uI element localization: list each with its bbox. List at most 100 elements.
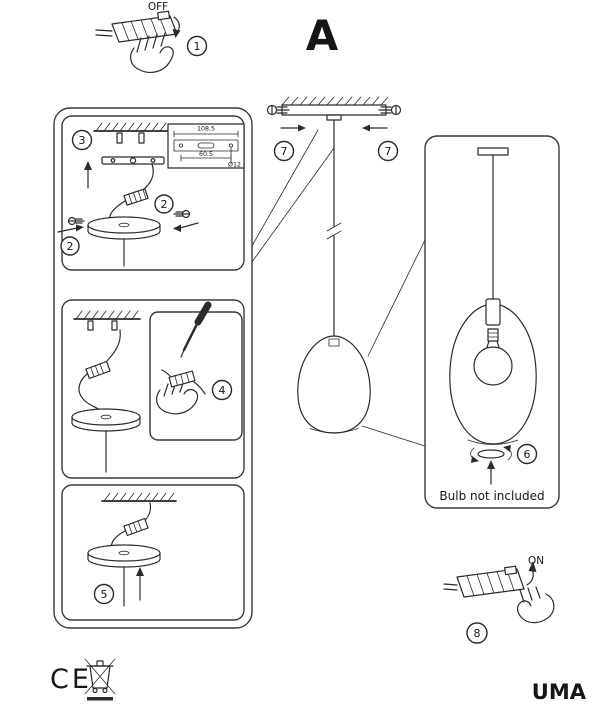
step-number: 8 (474, 627, 481, 640)
canopy-icon (87, 216, 161, 267)
power-cord (95, 34, 113, 37)
hand-icon (130, 32, 174, 73)
off-label: OFF (148, 1, 168, 13)
bulb-icon (473, 328, 513, 386)
terminal-block-icon (123, 188, 149, 206)
screwdriver-icon (180, 301, 212, 358)
arrow-head (76, 224, 84, 232)
bracket-hole (150, 158, 156, 163)
canopy-icon (87, 544, 161, 607)
ceiling-hatch (75, 310, 139, 320)
weee-icon (84, 658, 116, 701)
wall-plug-icon (138, 132, 145, 144)
step-badge-6: 6 (516, 443, 538, 465)
wall-plug-icon (116, 132, 123, 144)
terminal-block-icon (168, 370, 196, 388)
step-number: 3 (79, 134, 86, 147)
step8-switch-on-illustration: ON 8 (443, 555, 555, 644)
bulb-note: Bulb not included (439, 489, 544, 503)
step-number: 1 (194, 40, 201, 53)
step-badge-8: 8 (466, 622, 488, 644)
arrow-on-head (528, 561, 537, 572)
assembled-lamp: 7 7 (266, 96, 402, 434)
arrow-left-screw (57, 227, 78, 233)
step-badge-7: 7 (377, 140, 399, 162)
wire (193, 381, 206, 395)
dim-overall-width: 108.5 (197, 126, 215, 133)
arrow-up-head (84, 161, 92, 170)
cord-break-mark (326, 222, 342, 240)
arrow-up-head (136, 567, 144, 576)
switch-rocker-icon (504, 565, 518, 576)
mounting-bracket-icon (101, 156, 165, 165)
step-number: 2 (67, 240, 74, 253)
panel-bulb-detail: 6 Bulb not included (424, 135, 560, 509)
wire (161, 369, 171, 377)
step-badge-3: 3 (71, 129, 93, 151)
arrow-off (173, 16, 180, 32)
step-number: 7 (281, 145, 288, 158)
terminal-block-icon (123, 517, 149, 537)
dimension-inset: 108.5 60.5 Ø12 (167, 123, 245, 169)
arrow-right-screw (179, 222, 199, 229)
power-cord (443, 588, 458, 591)
step-number: 4 (219, 384, 226, 397)
arrow-up-head (487, 460, 495, 469)
step-number: 5 (101, 588, 108, 601)
lamp-socket (485, 298, 501, 326)
screw-icon (173, 209, 191, 219)
shade-rim (467, 439, 519, 445)
ceiling-hatch (95, 122, 167, 132)
step-badge-1: 1 (186, 35, 208, 57)
dim-hole-spacing: 60.5 (199, 151, 213, 158)
step-badge-2: 2 (154, 194, 174, 214)
step-badge-4: 4 (211, 379, 233, 401)
wiring-inset: 4 (149, 301, 243, 441)
step-number: 2 (161, 198, 168, 211)
power-cord (95, 29, 113, 32)
power-cord (443, 583, 458, 586)
step-number: 6 (524, 448, 531, 461)
lampshade-outline (449, 303, 537, 445)
on-label: ON (528, 555, 544, 567)
dim-hole-diameter: Ø12 (228, 161, 241, 169)
canopy-icon (71, 408, 141, 473)
retaining-ring (477, 449, 505, 459)
lampshade (297, 335, 371, 434)
screw-icon (67, 216, 85, 226)
arrow-head (173, 224, 181, 232)
power-strip-segments (121, 17, 168, 42)
ceiling-attachment (477, 147, 509, 156)
plate-stem (326, 114, 342, 121)
shade-rim (309, 428, 359, 434)
wall-plug-icon (111, 320, 118, 331)
arrow-off-head (172, 29, 181, 38)
arrow-head (362, 124, 370, 132)
step1-switch-off-illustration: OFF 1 (95, 1, 208, 73)
wall-plug-icon (87, 320, 94, 331)
zoom-lines (251, 129, 426, 447)
step-badge-7: 7 (273, 140, 295, 162)
arrow-head (503, 445, 511, 452)
ceiling-hatch (281, 96, 389, 106)
switch-rocker-icon (157, 10, 171, 21)
step-badge-2: 2 (60, 236, 80, 256)
panel-step4: 4 (61, 299, 245, 479)
model-name: UMA (532, 680, 587, 704)
bracket-hole (129, 157, 137, 164)
ce-mark: CE (50, 664, 92, 695)
arrow-head (471, 456, 479, 463)
screw-icon (378, 104, 402, 116)
arrow-head (298, 124, 306, 132)
bracket-hole (110, 158, 116, 163)
step-badge-5: 5 (93, 583, 115, 605)
section-label: A (306, 11, 339, 60)
panel-step5: 5 (61, 484, 245, 621)
terminal-block-icon (85, 360, 111, 380)
panel-step3-step2: 3 108.5 (57, 115, 245, 271)
ceiling-plate (281, 104, 387, 116)
step-number: 7 (385, 145, 392, 158)
ceiling-hatch (103, 492, 175, 502)
